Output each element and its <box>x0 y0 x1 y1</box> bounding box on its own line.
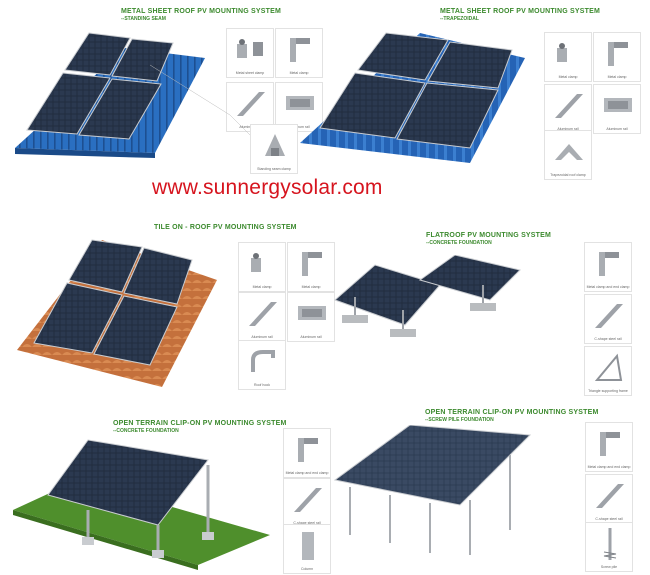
part-metal-sheet-clamp: Metal sheet clamp <box>226 28 274 78</box>
tile-roof-illustration <box>17 239 217 387</box>
part-metal-clamp-and-end-clamp: Metal clamp and end clamp <box>585 422 633 472</box>
system-title: FLATROOF PV MOUNTING SYSTEM <box>426 232 552 239</box>
part-aluminum-rail: Aluminum rail <box>544 84 592 134</box>
part-triangle-supporting-frame: Triangle supporting frame <box>584 346 632 396</box>
part-trapezoidal-roof-clamp: Trapezoidal roof clamp <box>544 130 592 180</box>
system-subtitle: --CONCRETE FOUNDATION <box>426 240 492 246</box>
open-terrain-concrete-illustration <box>13 439 270 570</box>
system-subtitle: --STANDING SEAM <box>121 16 166 22</box>
part-c-shape-steel-rail: C-shape steel rail <box>584 294 632 344</box>
part-screw-pile: Screw pile <box>585 522 633 572</box>
part-column: Column <box>283 524 331 574</box>
part-metal-clamp-2: Metal clamp <box>593 32 641 82</box>
system-title: METAL SHEET ROOF PV MOUNTING SYSTEM <box>440 8 600 15</box>
system-title: OPEN TERRAIN CLIP-ON PV MOUNTING SYSTEM <box>425 409 599 416</box>
system-subtitle: --SCREW PILE FOUNDATION <box>425 417 494 423</box>
part-aluminum-rail-2: Aluminum rail <box>593 84 641 134</box>
flat-roof-illustration <box>334 255 521 337</box>
part-aluminum-rail: Aluminum rail <box>226 82 274 132</box>
system-subtitle: --TRAPEZOIDAL <box>440 16 479 22</box>
part-c-shape-steel-rail: C-shape steel rail <box>283 478 331 528</box>
part-aluminum-rail: Aluminum rail <box>238 292 286 342</box>
part-metal-clamp-and-end-clamp: Metal clamp and end clamp <box>584 242 632 292</box>
standing-seam-roof-illustration <box>15 32 205 158</box>
part-metal-clamp-2: Metal clamp <box>287 242 335 292</box>
part-roof-hook: Roof hook <box>238 340 286 390</box>
website-watermark: www.sunnergysolar.com <box>152 176 383 199</box>
part-aluminum-rail-2: Aluminum rail <box>275 82 323 132</box>
trapezoidal-roof-illustration <box>300 32 525 163</box>
system-title: METAL SHEET ROOF PV MOUNTING SYSTEM <box>121 8 281 15</box>
part-metal-clamp-and-end-clamp: Metal clamp and end clamp <box>283 428 331 478</box>
part-metal-clamp: Metal clamp <box>275 28 323 78</box>
part-c-shape-steel-rail: C-shape steel rail <box>585 474 633 524</box>
part-metal-clamp: Metal clamp <box>238 242 286 292</box>
system-subtitle: --CONCRETE FOUNDATION <box>113 428 179 434</box>
part-standing-seam-clamp: Standing seam clamp <box>250 124 298 174</box>
part-metal-clamp: Metal clamp <box>544 32 592 82</box>
leader-line <box>150 64 251 136</box>
system-title: TILE ON - ROOF PV MOUNTING SYSTEM <box>154 224 297 231</box>
system-title: OPEN TERRAIN CLIP-ON PV MOUNTING SYSTEM <box>113 420 287 427</box>
open-terrain-screw-pile-illustration <box>333 425 532 555</box>
part-aluminum-rail-2: Aluminum rail <box>287 292 335 342</box>
